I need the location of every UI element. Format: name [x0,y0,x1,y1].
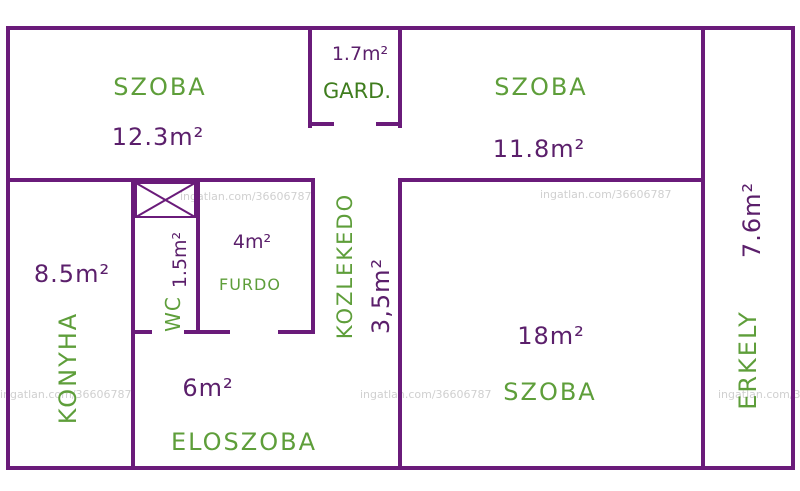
room-area: 4m² [233,231,271,253]
room-erkely: ERKELY 7.6m² [734,182,766,410]
watermarks: ingatlan.com/36606787 ingatlan.com/36606… [0,188,800,401]
room-name: SZOBA [503,378,596,406]
shaft-cross-line [135,182,196,218]
room-eloszoba: 6m² ELOSZOBA [171,374,317,456]
room-area: 18m² [517,322,585,350]
watermark: ingatlan.com/36606787 [718,388,800,401]
room-area: 1.5m² [169,232,191,288]
room-area: 1.7m² [332,43,388,65]
room-gard: 1.7m² GARD. [323,43,391,103]
room-name: FURDO [219,275,281,294]
room-area: 12.3m² [112,123,204,151]
watermark: ingatlan.com/36606787 [0,388,132,401]
watermark: ingatlan.com/36606787 [540,188,672,201]
room-area: 8.5m² [34,260,110,288]
room-furdo: 4m² FURDO [219,231,281,294]
shaft [135,182,196,218]
watermark: ingatlan.com/36606787 [360,388,492,401]
room-area: 3,5m² [367,258,395,334]
room-wc: 1.5m² WC [161,232,191,332]
walls [6,26,795,470]
room-name: KOZLEKEDO [333,193,357,339]
room-szoba-bottom-right: 18m² SZOBA [503,322,596,406]
shaft-box [135,182,196,218]
room-szoba-top-left: SZOBA 12.3m² [112,73,206,151]
room-name: WC [161,296,185,332]
room-kozlekedo: KOZLEKEDO 3,5m² [333,193,395,339]
room-name: SZOBA [494,73,587,101]
room-name: SZOBA [113,73,206,101]
room-name: KONYHA [54,312,82,424]
room-area: 7.6m² [738,182,766,258]
room-name: ERKELY [734,310,762,410]
room-name: ELOSZOBA [171,428,317,456]
room-name: GARD. [323,79,391,103]
room-area: 6m² [182,374,233,402]
room-konyha: 8.5m² KONYHA [34,260,110,424]
room-szoba-top-right: SZOBA 11.8m² [493,73,587,163]
room-area: 11.8m² [493,135,585,163]
watermark: ingatlan.com/36606787 [180,190,312,203]
